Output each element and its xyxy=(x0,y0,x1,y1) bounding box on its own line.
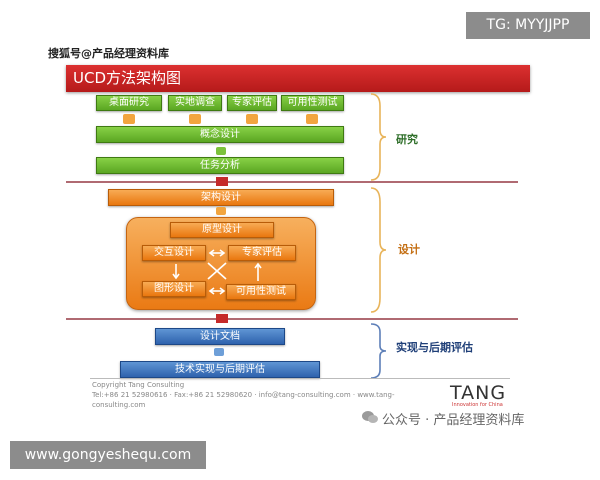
down-arrow xyxy=(216,207,226,215)
design-doc-box: 设计文档 xyxy=(155,328,285,345)
footer-contact: Copyright Tang Consulting Tel:+86 21 529… xyxy=(92,380,432,410)
source-header: 搜狐号@产品经理资料库 xyxy=(48,47,169,60)
footer-copyright: Copyright Tang Consulting xyxy=(92,381,185,389)
down-arrow xyxy=(246,114,258,124)
design-brace-icon xyxy=(370,187,387,313)
footer-contact-line: Tel:+86 21 52980616 · Fax:+86 21 5298062… xyxy=(92,391,395,399)
down-arrow xyxy=(214,348,224,356)
down-arrow xyxy=(123,114,135,124)
iteration-arrows-icon xyxy=(172,249,262,295)
expert-review-box: 专家评估 xyxy=(228,245,296,261)
connector-square xyxy=(216,314,228,323)
architecture-design-box: 架构设计 xyxy=(108,189,334,206)
method-expert-review: 专家评估 xyxy=(227,95,277,111)
concept-design-box: 概念设计 xyxy=(96,126,344,143)
research-brace-icon xyxy=(370,93,387,181)
diagram-title: UCD方法架构图 xyxy=(66,65,530,92)
method-field-survey: 实地调查 xyxy=(168,95,222,111)
interaction-design-box: 交互设计 xyxy=(142,245,206,261)
divider-line xyxy=(66,181,518,183)
implement-brace-icon xyxy=(370,323,387,379)
connector-square xyxy=(216,177,228,186)
method-usability-test: 可用性测试 xyxy=(281,95,344,111)
wechat-icon xyxy=(362,411,378,423)
phase-implement-label: 实现与后期评估 xyxy=(396,341,473,354)
down-arrow xyxy=(216,147,226,155)
tang-tagline: Innovation for China xyxy=(452,402,503,408)
prototype-design-box: 原型设计 xyxy=(170,222,274,238)
phase-design-label: 设计 xyxy=(398,243,420,256)
site-url-badge: www.gongyeshequ.com xyxy=(10,441,206,469)
tang-logo: TANG xyxy=(450,382,507,404)
watermark-text: 公众号 · 产品经理资料库 xyxy=(382,413,525,428)
implementation-box: 技术实现与后期评估 xyxy=(120,361,320,378)
phase-research-label: 研究 xyxy=(396,133,418,146)
footer-contact-line: consulting.com xyxy=(92,401,146,409)
footer-rule xyxy=(90,378,510,379)
down-arrow xyxy=(306,114,318,124)
task-analysis-box: 任务分析 xyxy=(96,157,344,174)
down-arrow xyxy=(189,114,201,124)
tg-badge: TG: MYYJJPP xyxy=(466,12,590,39)
method-desk-research: 桌面研究 xyxy=(96,95,162,111)
graphic-design-box: 图形设计 xyxy=(142,281,206,297)
divider-line xyxy=(66,318,518,320)
usability-test-box: 可用性测试 xyxy=(226,284,296,300)
